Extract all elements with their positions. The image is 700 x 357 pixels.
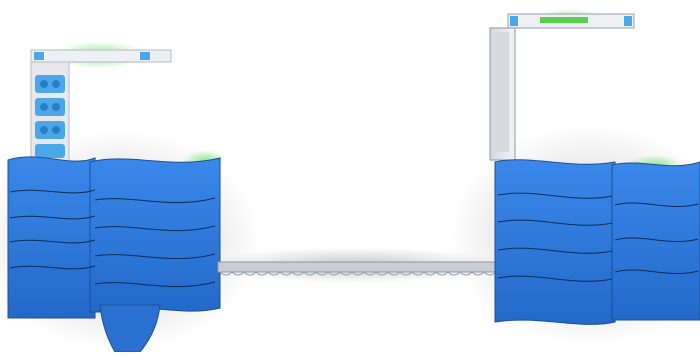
- left-arm-end-bracket: [140, 52, 150, 60]
- right-rail-bracket-right: [624, 16, 632, 26]
- right-panel-inner: [495, 32, 509, 152]
- right-led-strip: [540, 17, 588, 23]
- right-rail-bracket-left: [510, 16, 518, 26]
- left-arm-start-bracket: [34, 52, 44, 60]
- right-block-stack: [495, 160, 700, 325]
